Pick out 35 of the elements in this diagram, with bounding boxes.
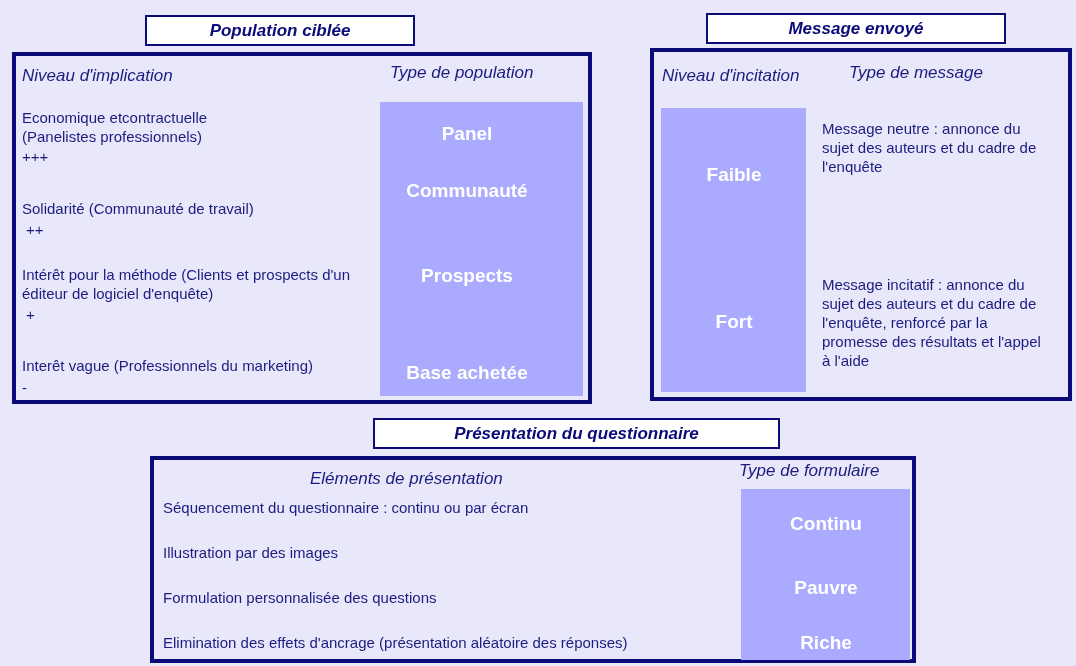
row-text: Intérêt pour la méthode (Clients et prospects d'un éditeur de logiciel d'enquête) <box>22 265 352 303</box>
panel-title: Message envoyé <box>706 13 1006 44</box>
row-text: Elimination des effets d'ancrage (présentation aléatoire des réponses) <box>163 633 628 652</box>
category-label: Faible <box>706 164 762 186</box>
row-text: Formulation personnalisée des questions <box>163 588 437 607</box>
column-header: Type de message <box>849 63 983 83</box>
column-header: Type de formulaire <box>739 461 880 481</box>
panel-title: Présentation du questionnaire <box>373 418 780 449</box>
category-bar <box>380 102 583 396</box>
column-header: Eléments de présentation <box>310 469 503 489</box>
row-text: Interêt vague (Professionnels du marketing) <box>22 356 314 375</box>
row-text: Solidarité (Communauté de travail) <box>22 199 254 218</box>
row-text: +++ <box>22 147 49 166</box>
category-label: Continu <box>790 513 862 535</box>
column-header: Niveau d'incitation <box>662 66 800 86</box>
row-text: ++ <box>26 220 44 239</box>
category-label: Riche <box>800 632 852 654</box>
row-text: Illustration par des images <box>163 543 339 562</box>
row-text: Message neutre : annonce du sujet des auteurs et du cadre de l'enquête <box>822 119 1038 176</box>
category-label: Communauté <box>406 180 528 202</box>
row-text: + <box>26 305 35 324</box>
panel-title: Population ciblée <box>145 15 415 46</box>
category-label: Pauvre <box>794 577 858 599</box>
category-label: Base achetée <box>406 362 528 384</box>
category-bar <box>661 108 806 392</box>
category-bar <box>741 489 910 660</box>
row-text: Séquencement du questionnaire : continu ou par écran <box>163 498 529 517</box>
category-label: Fort <box>715 311 753 333</box>
row-text: Message incitatif : annonce du sujet des auteurs et du cadre de l'enquête, renforcé par la promesse des résultats et l'appel à l'aide <box>822 275 1042 370</box>
row-text: Economique etcontractuelle (Panelistes professionnels) <box>22 108 209 146</box>
column-header: Niveau d'implication <box>22 66 173 86</box>
category-label: Prospects <box>421 265 513 287</box>
row-text: - <box>22 378 27 397</box>
category-label: Panel <box>441 123 493 145</box>
column-header: Type de population <box>390 63 534 83</box>
